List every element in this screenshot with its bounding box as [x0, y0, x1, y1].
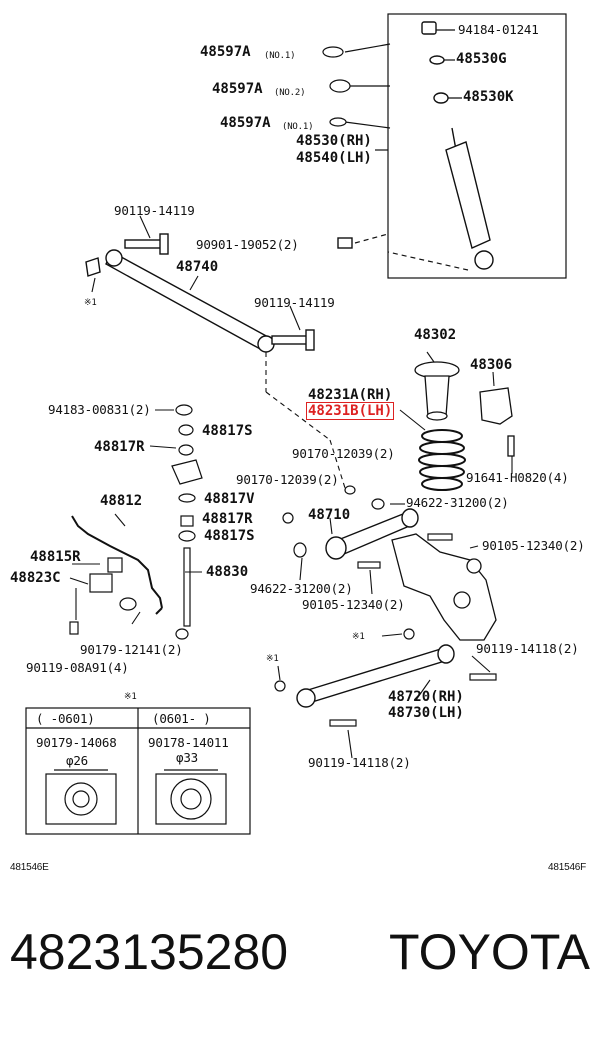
- label-90170-12039-a: 90170-12039(2): [292, 446, 395, 461]
- diagram-code-right: 481546F: [548, 862, 587, 873]
- label-94622-31200-b: 94622-31200(2): [250, 581, 353, 596]
- label-90119-14119-top: 90119-14119: [114, 203, 195, 218]
- coil-spring: [418, 429, 466, 491]
- label-90170-12039-b: 90170-12039(2): [236, 472, 339, 487]
- label-48597a-no1-top: 48597A: [200, 44, 251, 60]
- bushing-table: [25, 707, 251, 835]
- upper-control-arm: [85, 233, 353, 353]
- label-48817r-top: 48817R: [94, 439, 145, 455]
- label-91641-h0820: 91641-H0820(4): [466, 470, 569, 485]
- cushion-no1-top: [322, 46, 344, 58]
- label-48812: 48812: [100, 493, 143, 509]
- label-48817s-top: 48817S: [202, 423, 253, 439]
- label-90119-14118-a: 90119-14118(2): [476, 641, 579, 656]
- table-col2-diameter: φ33: [176, 750, 198, 765]
- label-48231a: 48231A(RH): [308, 387, 393, 403]
- brand-name: TOYOTA: [389, 924, 590, 980]
- mark-1-low: ※1: [266, 654, 279, 664]
- stabilizer-bracket: [89, 573, 113, 593]
- diagram-code-left: 481546E: [10, 862, 49, 873]
- label-48730-lh: 48730(LH): [388, 705, 464, 721]
- label-48740: 48740: [176, 259, 219, 275]
- spring-bracket: [479, 387, 515, 457]
- part-number: 4823135280: [10, 924, 289, 980]
- label-48530-rh: 48530(RH): [296, 133, 372, 149]
- label-48830: 48830: [206, 564, 249, 580]
- table-col1-diameter: φ26: [66, 753, 88, 768]
- label-94183-00831: 94183-00831(2): [48, 402, 151, 417]
- label-90119-14119-mid: 90119-14119: [254, 295, 335, 310]
- stabilizer-link: [183, 547, 191, 627]
- mark-1-top: ※1: [84, 298, 97, 308]
- label-48817v: 48817V: [204, 491, 255, 507]
- diagram-drawing: [25, 13, 567, 835]
- label-48597a-no1-bottom-note: (NO.1): [282, 122, 314, 132]
- label-90119-14118-b: 90119-14118(2): [308, 755, 411, 770]
- label-90105-12340-a: 90105-12340(2): [482, 538, 585, 553]
- shock-absorber-frame: [387, 13, 567, 279]
- label-48231b-highlighted[interactable]: 48231B(LH): [305, 402, 395, 420]
- label-48710: 48710: [308, 507, 351, 523]
- label-48597a-no1-bottom: 48597A: [220, 115, 271, 131]
- label-48817s-mid: 48817S: [204, 528, 255, 544]
- table-col1-period: ( -0601): [36, 711, 95, 726]
- label-94622-31200-a: 94622-31200(2): [406, 495, 509, 510]
- label-90105-12340-b: 90105-12340(2): [302, 597, 405, 612]
- table-mark: ※1: [124, 692, 137, 702]
- table-col2-period: (0601- ): [152, 711, 211, 726]
- cushion-no1-bottom: [329, 117, 347, 127]
- label-48823c: 48823C: [10, 570, 61, 586]
- axle-bracket: [391, 533, 497, 641]
- cushion-no2: [329, 79, 351, 93]
- label-48720-rh: 48720(RH): [388, 689, 464, 705]
- label-90179-12141: 90179-12141(2): [80, 642, 183, 657]
- label-48302: 48302: [414, 327, 457, 343]
- label-48815r: 48815R: [30, 549, 81, 565]
- label-90119-08a91: 90119-08A91(4): [26, 660, 129, 675]
- label-48530g: 48530G: [456, 51, 507, 67]
- stabilizer-bar: [71, 515, 163, 615]
- upper-arm-48710: [325, 508, 419, 560]
- label-48597a-no1-top-note: (NO.1): [264, 51, 296, 61]
- label-48597a-no2-note: (NO.2): [274, 88, 306, 98]
- label-48540-lh: 48540(LH): [296, 150, 372, 166]
- mark-1-mid: ※1: [352, 632, 365, 642]
- label-48817r-mid: 48817R: [202, 511, 253, 527]
- label-48306: 48306: [470, 357, 513, 373]
- bump-stopper: [414, 361, 460, 421]
- stabilizer-bushing: [107, 557, 123, 573]
- shock-absorber: [421, 21, 494, 270]
- label-94184-01241: 94184-01241: [458, 22, 539, 37]
- table-col2-part: 90178-14011: [148, 735, 229, 750]
- lower-arm-48720: [296, 644, 455, 708]
- label-48597a-no2: 48597A: [212, 81, 263, 97]
- table-col1-part: 90179-14068: [36, 735, 117, 750]
- label-90901-19052: 90901-19052(2): [196, 237, 299, 252]
- label-48530k: 48530K: [463, 89, 514, 105]
- part-footer: 4823135280 TOYOTA: [10, 912, 590, 992]
